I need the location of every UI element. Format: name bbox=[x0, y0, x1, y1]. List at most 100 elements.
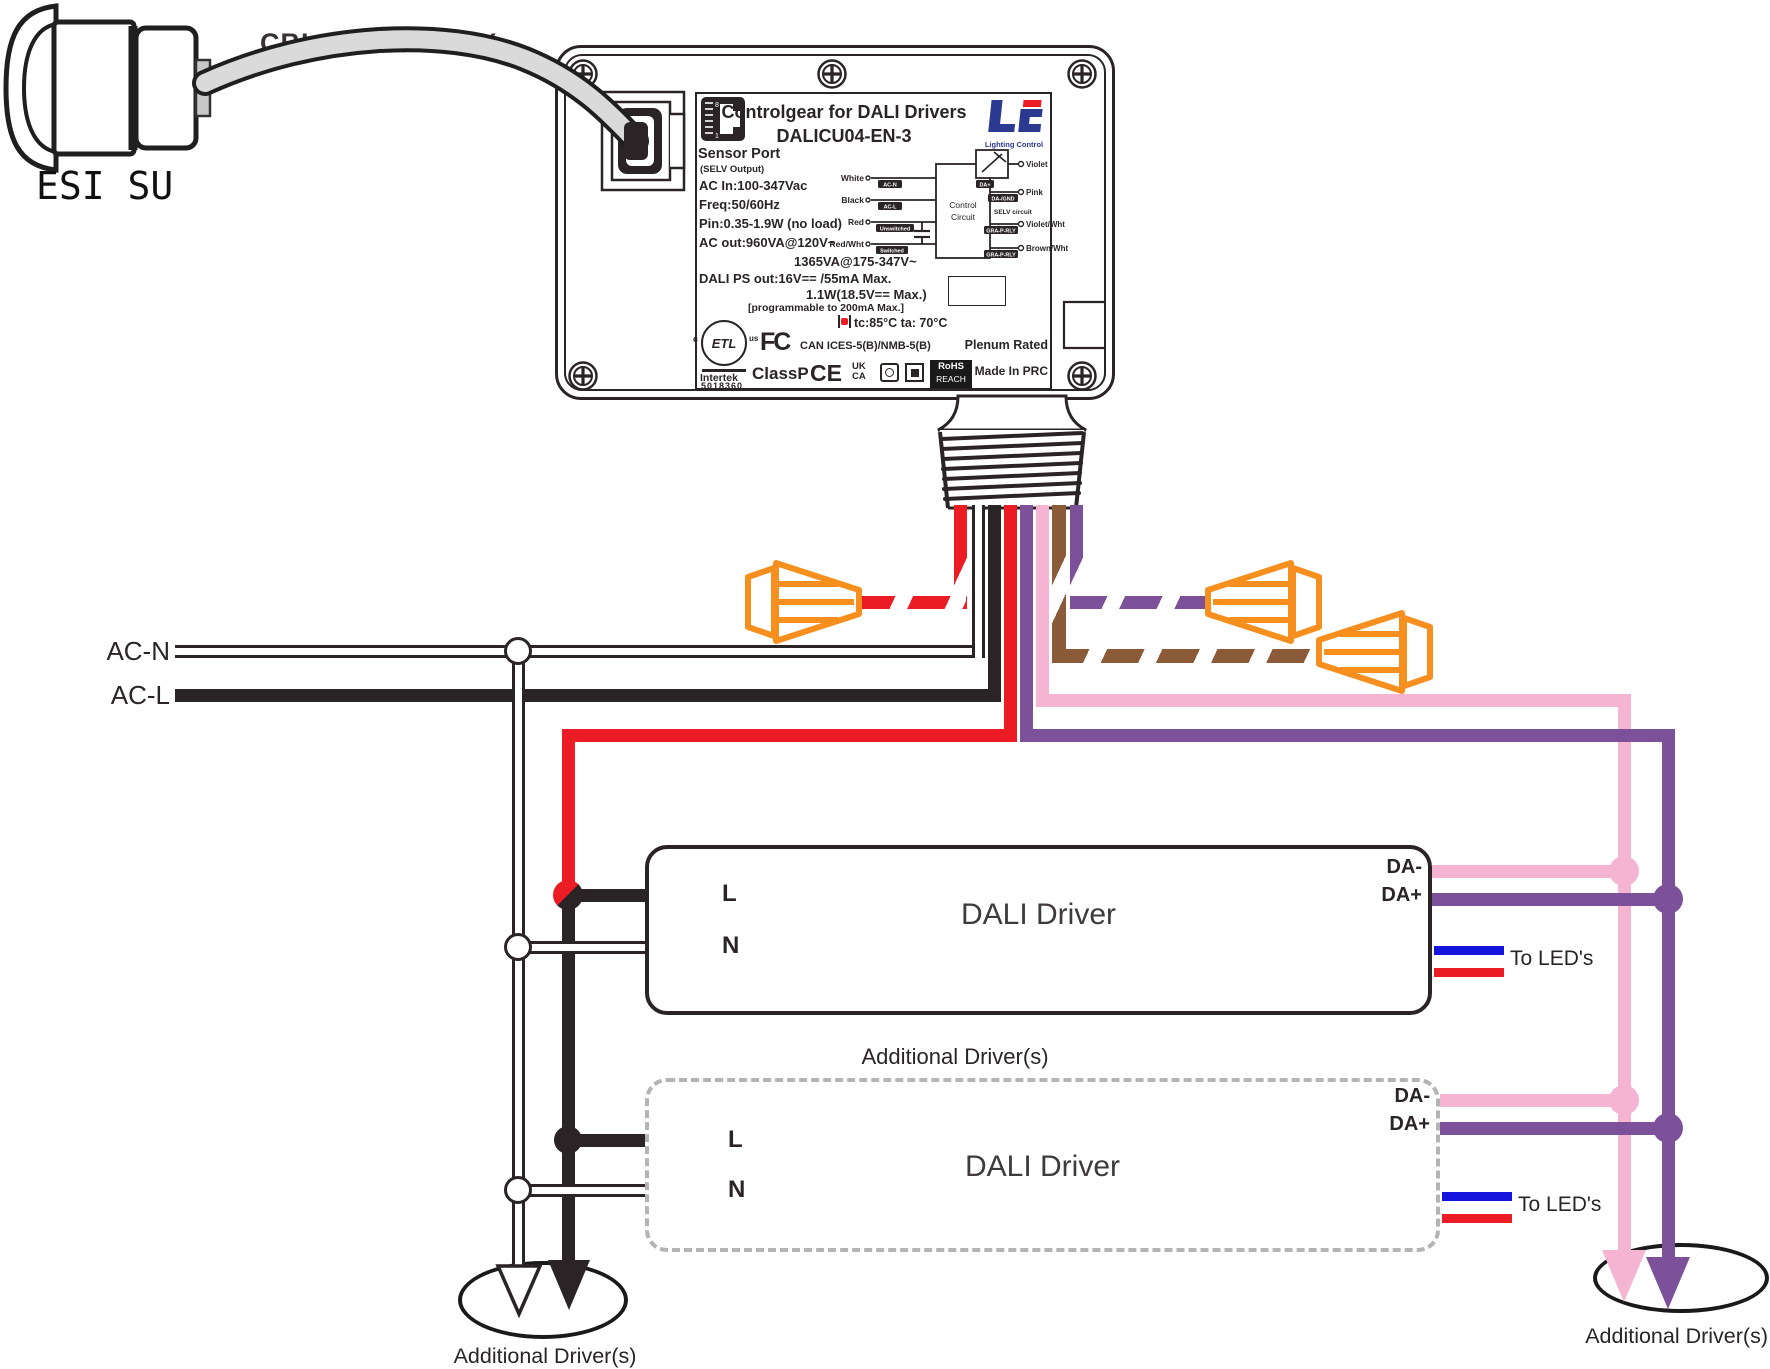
circuit-wire-brownwht: Brown/Wht bbox=[1026, 244, 1069, 253]
red-wht-wire bbox=[858, 596, 966, 609]
pink-junction-2 bbox=[1609, 1085, 1639, 1115]
circuit-input-redwht: Red/Wht bbox=[830, 239, 865, 249]
driver2-l-wire bbox=[562, 1134, 654, 1147]
screw-icon bbox=[568, 361, 598, 391]
triac-symbol bbox=[981, 151, 1007, 173]
pink-bus-vertical bbox=[1618, 694, 1631, 1256]
driver1-title: DALI Driver bbox=[960, 898, 1117, 931]
driver2-da-plus-wire bbox=[1440, 1122, 1675, 1135]
wire-nut-left bbox=[745, 560, 862, 644]
circuit-input-black: Black bbox=[841, 195, 864, 205]
intertek: Intertek bbox=[700, 372, 738, 384]
additional-drivers-ellipse-right bbox=[1593, 1243, 1769, 1313]
wire-nut-right-1 bbox=[1205, 560, 1322, 644]
driver1-led-minus-wire bbox=[1434, 968, 1504, 977]
screw-icon bbox=[1067, 59, 1097, 89]
bottom-right-caption: Additional Driver(s) bbox=[1585, 1324, 1768, 1348]
made-in-prc: Made In PRC bbox=[974, 364, 1048, 378]
sensor-port-title: Sensor Port bbox=[698, 146, 781, 162]
white-neutral-vertical bbox=[512, 651, 525, 1271]
rj45-pin8: 8 bbox=[715, 102, 719, 109]
wire-nut-right-2 bbox=[1316, 610, 1433, 694]
occupancy-sensor-drawing bbox=[3, 3, 212, 173]
label-title: Controlgear for DALI Drivers bbox=[721, 102, 967, 122]
circuit-wire-pink: Pink bbox=[1026, 188, 1043, 197]
circuit-tag-unswitched: Unswitched bbox=[880, 227, 910, 233]
brand-logo-text: Lighting Control bbox=[984, 140, 1044, 149]
da-plus-continue-arrow bbox=[1646, 1257, 1690, 1309]
circuit-tag-daplus: DA+ bbox=[980, 183, 991, 189]
black-stub bbox=[988, 505, 1001, 702]
neutral-junction-1 bbox=[504, 637, 532, 665]
driver1-to-leds: To LED's bbox=[1510, 947, 1594, 970]
circuit-tag-acn: AC-N bbox=[883, 183, 897, 189]
white-stub bbox=[972, 505, 985, 658]
live-continue-arrow bbox=[548, 1260, 590, 1310]
neutral-junction-3 bbox=[504, 1176, 532, 1204]
ac-n-label: AC-N bbox=[106, 636, 170, 666]
neutral-continue-arrow bbox=[495, 1264, 543, 1319]
bottom-left-caption: Additional Driver(s) bbox=[453, 1344, 637, 1368]
ac-n-wire bbox=[175, 645, 985, 658]
driver2-to-leds: To LED's bbox=[1518, 1193, 1602, 1216]
purple-stub bbox=[1020, 505, 1033, 742]
circuit-wire-violet: Violet bbox=[1026, 160, 1048, 169]
spec-programmable: [programmable to 200mA Max.] bbox=[748, 302, 904, 314]
screw-icon bbox=[817, 59, 847, 89]
circuit-tag-relay1: GRA-P-RLY bbox=[986, 229, 1016, 235]
driver2-led-minus-wire bbox=[1442, 1214, 1512, 1223]
red-stub bbox=[1004, 505, 1017, 742]
tc-dot-icon bbox=[838, 315, 851, 328]
spec-dali-ps: DALI PS out:16V== /55mA Max. bbox=[699, 271, 892, 286]
etl-us: us bbox=[749, 334, 759, 343]
sensor-port-plug bbox=[624, 122, 648, 160]
spec-pin: Pin:0.35-1.9W (no load) bbox=[699, 216, 843, 231]
red-black-junction bbox=[553, 880, 583, 910]
spec-dali-ps2: 1.1W(18.5V== Max.) bbox=[806, 287, 927, 302]
purple-junction-2 bbox=[1653, 1113, 1683, 1143]
etl-c: c bbox=[693, 334, 699, 344]
driver1-l-terminal: L bbox=[722, 880, 737, 907]
circuit-tag-daminus: DA-/GND bbox=[991, 197, 1014, 203]
circuit-tag-switched: Switched bbox=[880, 249, 904, 255]
circuit-input-white: White bbox=[841, 173, 864, 183]
conduit-threads bbox=[938, 430, 1086, 510]
sensor-label: ESI SU bbox=[36, 164, 174, 208]
circuit-box-line2: Circuit bbox=[951, 212, 976, 222]
ices-text: CAN ICES-5(B)/NMB-5(B) bbox=[800, 340, 931, 352]
circuit-wire-violetwht: Violet/Wht bbox=[1026, 220, 1065, 229]
brand-logo bbox=[988, 100, 1043, 132]
spec-ac-in: AC In:100-347Vac bbox=[699, 178, 808, 193]
purple-wht-stub bbox=[1070, 505, 1083, 609]
driver1-da-minus-wire bbox=[1432, 865, 1631, 878]
driver2-da-minus-label: DA- bbox=[1394, 1085, 1430, 1107]
driver2-da-plus-label: DA+ bbox=[1389, 1113, 1430, 1135]
sensor-port-note: (SELV Output) bbox=[700, 164, 765, 175]
etl-underline bbox=[702, 369, 746, 372]
spec-ac-out2: 1365VA@175-347V~ bbox=[794, 254, 917, 269]
spec-ac-out: AC out:960VA@120V~ bbox=[699, 235, 836, 250]
cert-icon-2 bbox=[905, 363, 924, 382]
ac-l-label: AC-L bbox=[110, 680, 170, 710]
conduit-neck bbox=[937, 394, 1087, 432]
purple-wht-wire bbox=[1070, 596, 1210, 609]
class-p-mark: ClassP bbox=[752, 364, 809, 383]
driver1-da-plus-wire bbox=[1432, 893, 1675, 906]
pink-junction-1 bbox=[1609, 856, 1639, 886]
label-model: DALICU04-EN-3 bbox=[776, 126, 912, 146]
brown-wht-wire bbox=[1052, 649, 1320, 663]
purple-junction-1 bbox=[1653, 884, 1683, 914]
circuit-tag-acl: AC-L bbox=[884, 205, 898, 211]
red-switched-vertical bbox=[562, 729, 575, 901]
brown-wht-stub bbox=[1052, 505, 1066, 663]
rohs-reach-mark: RoHS REACH bbox=[930, 360, 972, 388]
plenum-rated: Plenum Rated bbox=[964, 338, 1048, 352]
neutral-junction-2 bbox=[504, 933, 532, 961]
driver2-title: DALI Driver bbox=[964, 1150, 1121, 1183]
label-blank-box bbox=[948, 276, 1006, 306]
fcc-mark: FC bbox=[760, 328, 791, 356]
rj45-pin1: 1 bbox=[715, 133, 719, 140]
additional-drivers-ellipse-left bbox=[458, 1261, 628, 1339]
